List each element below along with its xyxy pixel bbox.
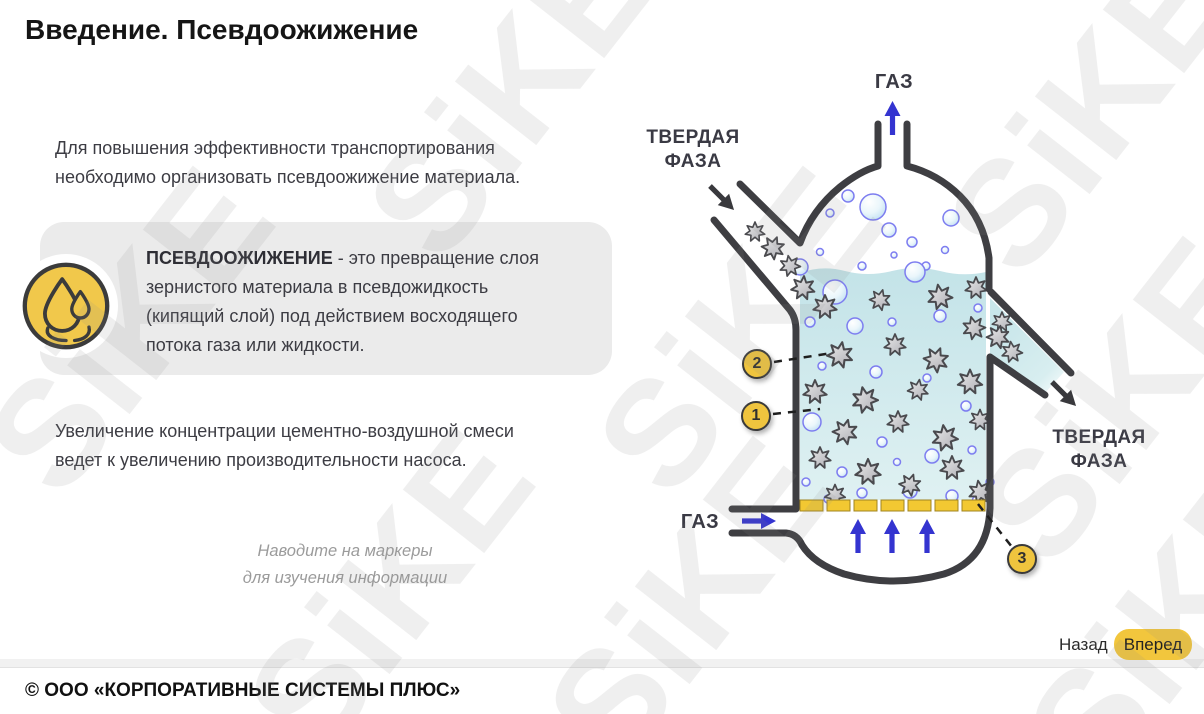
page-title: Введение. Псевдоожижение (25, 14, 419, 45)
text-line: - это превращение слоя (332, 248, 539, 268)
text-line: ФАЗА (664, 151, 722, 172)
vessel-drawing (704, 101, 1082, 585)
forward-button[interactable]: Вперед (1114, 629, 1192, 660)
text-line: (кипящий слой) под действием восходящего (146, 306, 518, 326)
info-marker-3[interactable]: 3 (1007, 544, 1037, 574)
definition-term: ПСЕВДООЖИЖЕНИЕ (146, 248, 333, 268)
text-line: Для повышения эффективности транспортиро… (55, 138, 495, 158)
text-line: Наводите на маркеры (257, 542, 433, 560)
text-line: необходимо организовать псевдоожижение м… (55, 167, 521, 187)
text-line: ТВЕРДАЯ (1052, 427, 1146, 448)
solid-phase-outlet-label: ТВЕРДАЯ ФАЗА (1036, 426, 1162, 474)
back-button[interactable]: Назад (1059, 635, 1108, 654)
text-line: ведет к увеличению производительности на… (55, 450, 467, 470)
copyright-text: © ООО «КОРПОРАТИВНЫЕ СИСТЕМЫ ПЛЮС» (25, 680, 461, 701)
intro-paragraph: Для повышения эффективности транспортиро… (55, 134, 520, 192)
info-marker-2[interactable]: 2 (742, 349, 772, 379)
fluidization-diagram: ГАЗ ТВЕРДАЯ ФАЗА ГАЗ ТВЕРДАЯ ФАЗА 2 1 3 (640, 60, 1204, 620)
distributor-grid (799, 499, 986, 512)
text-line: ТВЕРДАЯ (646, 127, 740, 148)
definition-text: ПСЕВДООЖИЖЕНИЕ - это превращение слоя зе… (146, 244, 594, 360)
text-line: потока газа или жидкости. (146, 335, 365, 355)
marker-hint: Наводите на маркеры для изучения информа… (160, 538, 530, 592)
vessel-outline (710, 120, 1075, 585)
water-drop-icon (14, 254, 118, 358)
text-line: зернистого материала в псевдожидкость (146, 277, 489, 297)
marker-leader-lines (772, 351, 1013, 548)
text-line: для изучения информации (242, 569, 448, 587)
text-line: ФАЗА (1070, 451, 1128, 472)
solid-phase-inlet-label: ТВЕРДАЯ ФАЗА (638, 126, 748, 174)
gas-outlet-label: ГАЗ (874, 71, 914, 93)
text-line: Увеличение концентрации цементно-воздушн… (55, 421, 514, 441)
footer: © ООО «КОРПОРАТИВНЫЕ СИСТЕМЫ ПЛЮС» (0, 668, 1204, 714)
body-paragraph: Увеличение концентрации цементно-воздушн… (55, 417, 514, 475)
gas-inlet-label: ГАЗ (680, 511, 720, 533)
slide-bottom-divider (0, 659, 1204, 668)
info-marker-1[interactable]: 1 (741, 401, 771, 431)
definition-card: ПСЕВДООЖИЖЕНИЕ - это превращение слоя зе… (14, 222, 612, 375)
